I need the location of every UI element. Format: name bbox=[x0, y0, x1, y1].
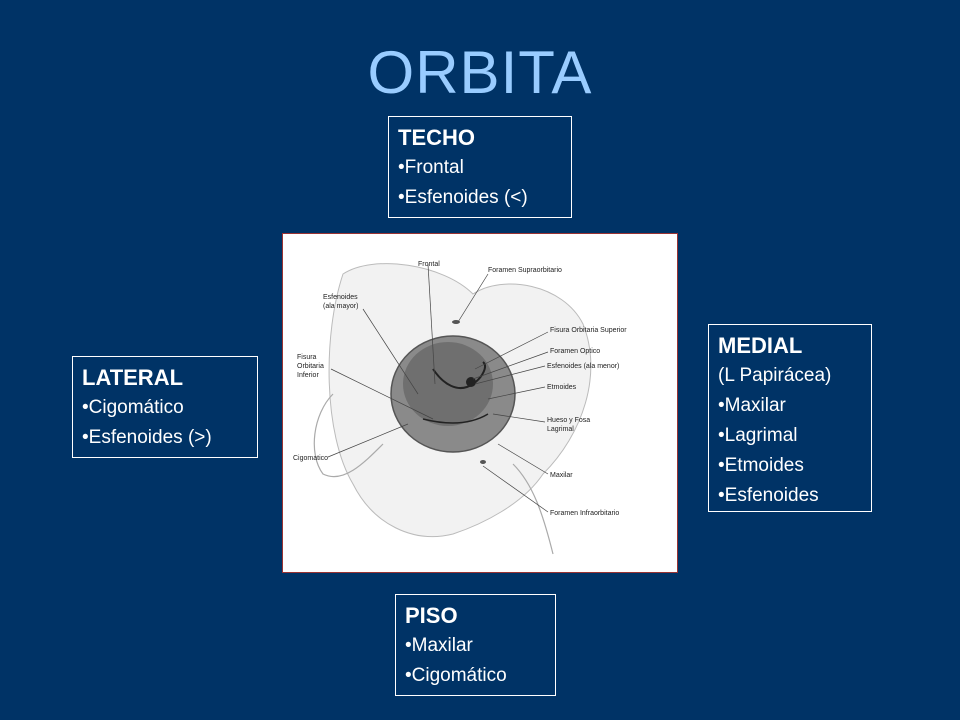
techo-box: TECHO Frontal Esfenoides (<) bbox=[388, 116, 572, 218]
zygomatic-arch bbox=[313, 393, 384, 478]
inferior-fissure bbox=[422, 413, 489, 424]
supraorbital-foramen bbox=[452, 320, 460, 324]
medial-item: Esfenoides bbox=[718, 481, 862, 511]
label-fisura-inferior-3: Inferior bbox=[297, 372, 319, 379]
label-cigomatico: Cigomatico bbox=[293, 455, 328, 462]
label-etmoides: Etmoides bbox=[547, 384, 577, 391]
orbit-drawing: Frontal Foramen Supraorbitario Esfenoide… bbox=[293, 261, 627, 555]
medial-subtitle: (L Papirácea) bbox=[718, 365, 832, 386]
medial-heading: MEDIAL bbox=[718, 333, 803, 358]
lateral-heading: LATERAL bbox=[82, 365, 184, 390]
medial-item: Etmoides bbox=[718, 451, 862, 481]
lateral-item: Esfenoides (>) bbox=[82, 423, 248, 453]
techo-item: Esfenoides (<) bbox=[398, 183, 562, 213]
label-hueso-fosa: Hueso y Fosa bbox=[547, 417, 590, 424]
medial-item: Lagrimal bbox=[718, 421, 862, 451]
techo-item: Frontal bbox=[398, 153, 562, 183]
label-hueso-fosa-2: Lagrimal bbox=[547, 426, 574, 433]
piso-item: Maxilar bbox=[405, 631, 546, 661]
lateral-item: Cigomático bbox=[82, 393, 248, 423]
label-foramen-supraorbitario: Foramen Supraorbitario bbox=[488, 267, 562, 274]
label-esfenoides-mayor-sub: (ala mayor) bbox=[323, 303, 358, 310]
orbit-illustration: Frontal Foramen Supraorbitario Esfenoide… bbox=[282, 233, 678, 573]
piso-item: Cigomático bbox=[405, 661, 546, 691]
label-fisura-inferior: Fisura bbox=[297, 354, 317, 361]
slide-title: ORBITA bbox=[367, 39, 593, 106]
piso-heading: PISO bbox=[405, 603, 458, 628]
label-fisura-inferior-2: Orbitaria bbox=[297, 363, 324, 370]
piso-box: PISO Maxilar Cigomático bbox=[395, 594, 556, 696]
infraorbital-foramen bbox=[480, 460, 486, 464]
techo-heading: TECHO bbox=[398, 125, 475, 150]
maxilla-edge bbox=[512, 463, 554, 555]
medial-box: MEDIAL (L Papirácea) Maxilar Lagrimal Et… bbox=[708, 324, 872, 512]
label-frontal: Frontal bbox=[418, 261, 440, 268]
label-maxilar: Maxilar bbox=[550, 472, 573, 479]
label-esfenoides-menor: Esfenoides (ala menor) bbox=[547, 363, 619, 370]
label-esfenoides-mayor: Esfenoides bbox=[323, 294, 358, 301]
label-fisura-orbitaria-superior: Fisura Orbitaria Superior bbox=[550, 327, 627, 334]
label-foramen-infraorbitario: Foramen Infraorbitario bbox=[550, 510, 619, 517]
label-foramen-optico: Foramen Optico bbox=[550, 348, 600, 355]
optic-foramen bbox=[466, 377, 476, 387]
lateral-box: LATERAL Cigomático Esfenoides (>) bbox=[72, 356, 258, 458]
medial-item: Maxilar bbox=[718, 391, 862, 421]
